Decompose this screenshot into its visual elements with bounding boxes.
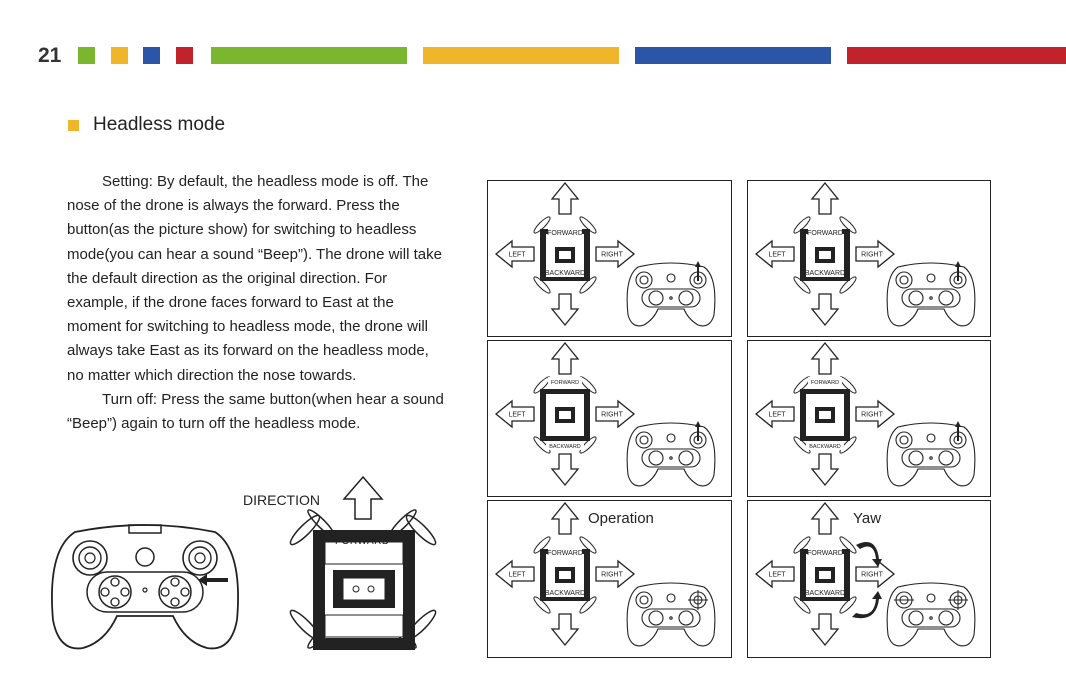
arrow-left-icon: [754, 239, 795, 269]
indicator-up-icon: [955, 261, 961, 281]
panel-illustration: FORWARD BACKWARD LEFT RIGHT: [494, 341, 716, 487]
color-square-blue: [143, 47, 160, 64]
controller-illustration: [51, 524, 239, 650]
drone-icon: [533, 216, 597, 294]
arrow-up-icon: [550, 181, 580, 215]
left-label: LEFT: [768, 572, 786, 579]
controller-icon: [886, 422, 976, 487]
yaw-arrow-up-icon: [856, 542, 882, 567]
arrow-up-icon: [550, 341, 580, 375]
backward-label: BACKWARD: [545, 590, 585, 597]
arrow-down-icon: [810, 613, 840, 647]
arrow-left-icon: [494, 399, 535, 429]
arrow-right-icon: [595, 399, 636, 429]
arrow-up-icon: [810, 181, 840, 215]
panel-illustration: FORWARD BACKWARD LEFT RIGHT: [754, 181, 976, 327]
controller-icon: [886, 262, 976, 327]
direction-label: DIRECTION: [243, 492, 320, 508]
indicator-up-icon: [695, 261, 701, 281]
indicator-up-icon: [695, 421, 701, 441]
section-marker: [68, 120, 79, 131]
panel-5: FORWARD BACKWARD LEFT RIGHT: [487, 500, 732, 658]
panel-6: FORWARD BACKWARD LEFT RIGHT: [747, 500, 991, 658]
left-label: LEFT: [768, 252, 786, 259]
arrow-right-icon: [855, 239, 896, 269]
arrow-down-icon: [550, 293, 580, 327]
forward-label: FORWARD: [811, 380, 839, 386]
panel-illustration: FORWARD BACKWARD LEFT RIGHT: [754, 341, 976, 487]
backward-label: BACKWARD: [805, 270, 845, 277]
right-label: RIGHT: [861, 412, 884, 419]
left-label: LEFT: [508, 252, 526, 259]
forward-label: FORWARD: [551, 380, 579, 386]
arrow-up-icon: [550, 501, 580, 535]
panel-4: FORWARD BACKWARD LEFT RIGHT: [747, 340, 991, 497]
arrow-down-icon: [550, 613, 580, 647]
drone-icon: [793, 376, 857, 454]
forward-label: FORWARD: [547, 230, 583, 237]
color-square-red: [176, 47, 193, 64]
arrow-down-icon: [810, 293, 840, 327]
drone-icon: [793, 536, 857, 614]
panel-2: FORWARD BACKWARD LEFT RIGHT: [747, 180, 991, 337]
backward-label: BACKWARD: [549, 444, 581, 450]
forward-label: FORWARD: [547, 550, 583, 557]
color-bar-green: [211, 47, 407, 64]
arrow-right-icon: [595, 239, 636, 269]
arrow-right-icon: [855, 399, 896, 429]
forward-label: FORWARD: [807, 550, 843, 557]
color-square-green: [78, 47, 95, 64]
right-label: RIGHT: [861, 252, 884, 259]
arrow-left-icon: [754, 399, 795, 429]
right-label: RIGHT: [601, 252, 624, 259]
arrow-left-icon: [754, 559, 795, 589]
drone-illustration: [289, 475, 437, 650]
panel-1: FORWARD BACKWARD LEFT RIGHT: [487, 180, 732, 337]
arrow-down-icon: [550, 453, 580, 487]
controller-icon: [626, 422, 716, 487]
panel-illustration: FORWARD BACKWARD LEFT RIGHT: [494, 501, 716, 647]
paragraph-setting: Setting: By default, the headless mode i…: [67, 173, 442, 384]
indicator-up-icon: [955, 421, 961, 441]
page-number: 21: [38, 44, 62, 67]
left-label: LEFT: [768, 412, 786, 419]
panel-3: FORWARD BACKWARD LEFT RIGHT: [487, 340, 732, 497]
stick-crosshair-icon: [894, 590, 968, 610]
left-label: LEFT: [508, 412, 526, 419]
right-label: RIGHT: [861, 572, 884, 579]
paragraph-turn-off: Turn off: Press the same button(when hea…: [67, 390, 444, 433]
right-label: RIGHT: [601, 572, 624, 579]
controller-icon: [626, 582, 716, 647]
left-label: LEFT: [508, 572, 526, 579]
arrow-right-icon: [595, 559, 636, 589]
drone-icon: [793, 216, 857, 294]
backward-label: BACKWARD: [809, 444, 841, 450]
arrow-up-icon: [810, 501, 840, 535]
color-bar-red: [847, 47, 1066, 64]
drone-icon: [533, 536, 597, 614]
backward-label: BACKWARD: [545, 270, 585, 277]
arrow-up-icon: [810, 341, 840, 375]
body-text: Setting: By default, the headless mode i…: [67, 170, 447, 436]
section-title: Headless mode: [93, 114, 226, 135]
color-bar-blue: [635, 47, 831, 64]
drone-forward-label: FORWARD: [335, 536, 390, 547]
arrow-down-icon: [810, 453, 840, 487]
panel-illustration: FORWARD BACKWARD LEFT RIGHT: [494, 181, 716, 327]
panel-illustration: FORWARD BACKWARD LEFT RIGHT: [754, 501, 976, 647]
forward-label: FORWARD: [807, 230, 843, 237]
right-label: RIGHT: [601, 412, 624, 419]
controller-icon: [886, 582, 976, 647]
stick-crosshair-icon: [688, 590, 708, 610]
color-bar-yellow: [423, 47, 619, 64]
arrow-left-icon: [494, 559, 535, 589]
arrow-left-icon: [494, 239, 535, 269]
controller-icon: [626, 262, 716, 327]
yaw-arrow-down-icon: [852, 591, 882, 619]
panel-5-caption: Operation: [588, 510, 654, 527]
color-square-yellow: [111, 47, 128, 64]
backward-label: BACKWARD: [805, 590, 845, 597]
panel-6-caption: Yaw: [853, 510, 882, 527]
